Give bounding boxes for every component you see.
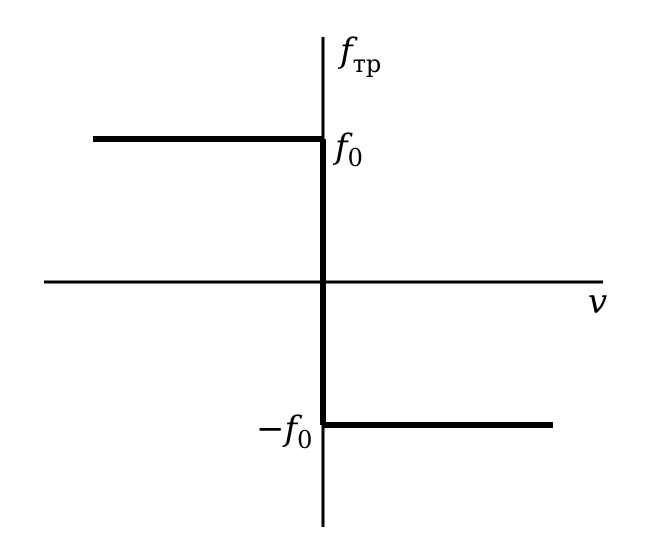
lower-level-label: −f0: [256, 409, 312, 454]
x-axis-label: v: [588, 282, 607, 322]
lower-level-label-sign: −: [256, 409, 285, 449]
upper-level-label-subscript: 0: [348, 144, 363, 172]
upper-level-label: f0: [332, 127, 363, 172]
y-axis-label: fтр: [337, 31, 381, 78]
lower-level-label-subscript: 0: [297, 426, 312, 454]
y-axis-label-subscript: тр: [353, 50, 382, 78]
